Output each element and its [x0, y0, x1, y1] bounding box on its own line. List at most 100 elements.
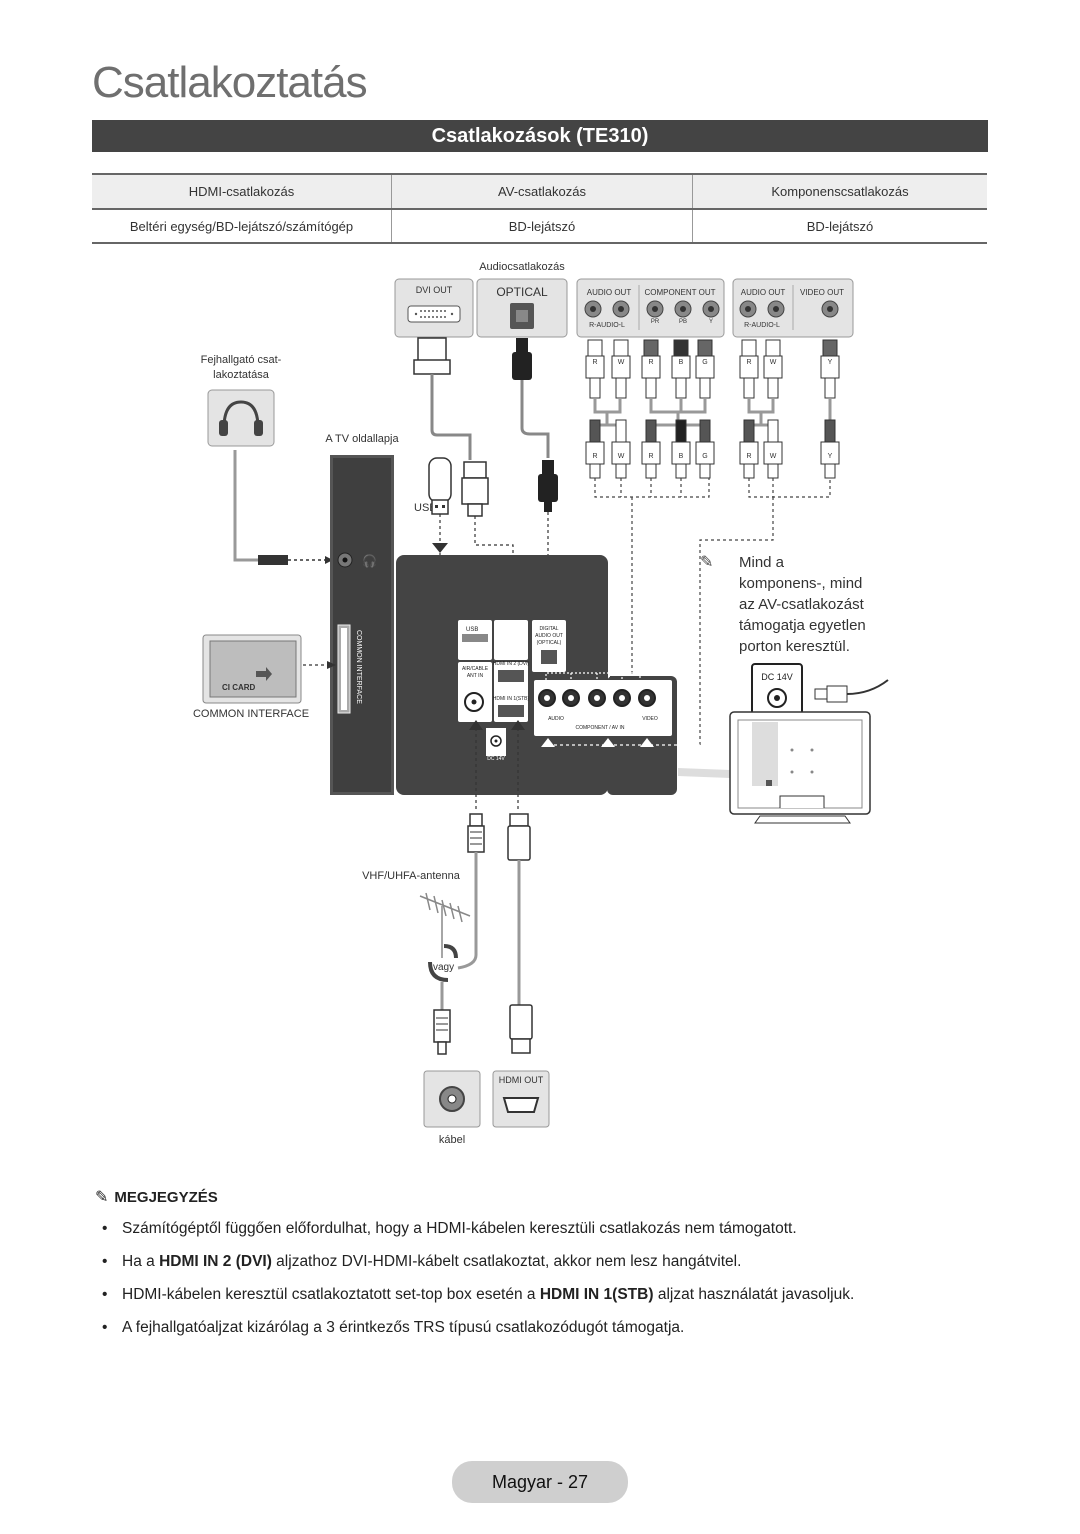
headphone-icon [207, 389, 275, 447]
panel-hdmi1-label: HDMI IN 1(STB) [493, 696, 530, 702]
audio-out-label-component: AUDIO OUT [587, 288, 632, 297]
rca-r-bottom: R [592, 453, 597, 460]
note-item-3-pre: HDMI-kábelen keresztül csatlakoztatott s… [122, 1286, 540, 1303]
panel-callout-wedge [678, 768, 730, 778]
table-cell-hdmi-devices: Beltéri egység/BD-lejátszó/számítógép [92, 209, 392, 244]
rca-cable-lines [593, 398, 832, 440]
panel-air-cable-label-2: ANT IN [467, 673, 484, 679]
mind-note-line-1: Mind a [739, 554, 785, 571]
headphone-cable [233, 450, 260, 562]
audio-connection-label: Audiocsatlakozás [479, 261, 565, 273]
note-item-2-post: aljzathoz DVI-HDMI-kábelt csatlakoztat, … [271, 1253, 742, 1270]
panel-hdmi2-area [494, 620, 528, 660]
connection-diagram: Audiocsatlakozás DVI OUT OPTICAL AUDIO O… [193, 261, 889, 1146]
mind-note-line-5: porton keresztül. [739, 638, 850, 655]
note-item-4-text: A fejhallgatóaljzat kizárólag a 3 érintk… [122, 1319, 685, 1336]
rca-plugs-bottom [585, 419, 840, 479]
mind-note-line-4: támogatja egyetlen [739, 617, 866, 634]
rca-r-top: R [592, 359, 597, 366]
headphone-label-line1: Fejhallgató csat- [201, 354, 282, 366]
table-header-component: Komponenscsatlakozás [692, 173, 987, 210]
table-header-row: HDMI-csatlakozás AV-csatlakozás Komponen… [92, 173, 987, 210]
rca-y-bottom: Y [828, 453, 833, 460]
rca-g-top: G [702, 359, 707, 366]
audio-out-label-video: AUDIO OUT [741, 288, 786, 297]
video-out-label: VIDEO OUT [800, 288, 844, 297]
rca-r2-top: R [648, 359, 653, 366]
notes-list: Számítógéptől függően előfordulhat, hogy… [100, 1218, 980, 1350]
ci-card-label: CI CARD [222, 683, 256, 692]
power-plug-icon [814, 679, 889, 703]
panel-video-label: VIDEO [642, 716, 658, 722]
pb-label: PB [679, 319, 687, 325]
component-out-port-panel: AUDIO OUT COMPONENT OUT R-AUDIO-L PR PB … [576, 278, 725, 338]
mind-note-line-2: komponens-, mind [739, 575, 862, 592]
cable-label: kábel [439, 1134, 465, 1146]
common-interface-vertical-label: COMMON INTERFACE [355, 630, 362, 704]
rca-r2-bottom: R [648, 453, 653, 460]
note-item-3-post: aljzat használatát javasoljuk. [653, 1286, 855, 1303]
common-interface-label: COMMON INTERFACE [193, 708, 309, 720]
ci-card-icon: CI CARD [202, 634, 302, 704]
notes-heading: ✎ MEGJEGYZÉS [95, 1187, 218, 1207]
note-item-2: Ha a HDMI IN 2 (DVI) aljzathoz DVI-HDMI-… [100, 1251, 980, 1272]
note-item-3-bold: HDMI IN 1(STB) [539, 1286, 654, 1303]
optical-plug-icon [512, 338, 550, 458]
rca-w-bottom: W [618, 453, 625, 460]
notes-heading-text: MEGJEGYZÉS [114, 1188, 218, 1206]
rca-plugs-top [585, 339, 840, 399]
optical-label: OPTICAL [496, 285, 548, 299]
antenna-icon [419, 892, 471, 958]
panel-air-cable-label-1: AIR/CABLE [462, 666, 489, 672]
dvi-hdmi-plug-icon [461, 461, 489, 517]
rca-r3-top: R [746, 359, 751, 366]
rca-g-bottom: G [702, 453, 707, 460]
bottom-dotted-links [475, 722, 519, 812]
rca-w2-top: W [770, 359, 777, 366]
optical-port-panel: OPTICAL [476, 278, 568, 338]
tv-side-panel-label: A TV oldallapja [325, 433, 399, 445]
rca-y-top: Y [828, 359, 833, 366]
page-title: Csatlakoztatás [92, 58, 368, 107]
notes-pencil-icon: ✎ [95, 1189, 109, 1206]
page-footer: Magyar - 27 [452, 1461, 628, 1503]
dvi-out-port-panel: DVI OUT [394, 278, 474, 338]
rca-w2-bottom: W [770, 453, 777, 460]
panel-dc14v-label: DC 14V [487, 756, 505, 762]
panel-digital-label-3: (OPTICAL) [537, 640, 562, 646]
r-audio-l-label-component: R-AUDIO-L [589, 322, 625, 329]
headphone-label-line2: lakoztatása [213, 369, 270, 381]
dvi-plug-icon [413, 337, 472, 460]
table-header-hdmi: HDMI-csatlakozás [92, 173, 392, 210]
panel-audio-label: AUDIO [548, 716, 564, 722]
usb-stick-icon [428, 457, 452, 515]
optical-plug-2-icon [538, 460, 558, 512]
panel-digital-label-2: AUDIO OUT [535, 633, 563, 639]
panel-component-av-label: COMPONENT / AV IN [576, 725, 625, 731]
note-item-2-bold: HDMI IN 2 (DVI) [159, 1253, 272, 1270]
note-pencil-icon: ✎ [700, 554, 713, 571]
hdmi-out-port-icon: HDMI OUT [492, 1070, 550, 1128]
component-out-label: COMPONENT OUT [645, 288, 716, 297]
rca-b-bottom: B [679, 453, 684, 460]
note-item-1-text: Számítógéptől függően előfordulhat, hogy… [122, 1220, 797, 1237]
mind-note-line-3: az AV-csatlakozást [739, 596, 865, 613]
panel-hdmi2-port [498, 670, 524, 682]
note-item-2-pre: Ha a [122, 1253, 160, 1270]
hdmi-plug-bottom-icon [509, 1004, 533, 1054]
antenna-label: VHF/UHFA-antenna [362, 870, 461, 882]
section-title: Csatlakozások (TE310) [92, 120, 988, 152]
note-item-3: HDMI-kábelen keresztül csatlakoztatott s… [100, 1284, 980, 1305]
panel-usb-label: USB [466, 627, 478, 633]
tv-side-panel: 🎧 COMMON INTERFACE [330, 455, 394, 795]
headphone-port-glyph: 🎧 [362, 554, 377, 568]
antenna-plug-top-icon [467, 813, 485, 853]
or-connector-icon: vagy [428, 944, 458, 982]
tv-rear-panel: USB DIGITAL AUDIO OUT (OPTICAL) AIR/CABL… [396, 555, 700, 795]
antenna-cable [457, 852, 478, 970]
tv-back-icon [729, 711, 871, 824]
hdmi-plug-top-icon [507, 813, 531, 861]
dc-power-port-icon: DC 14V [751, 663, 803, 717]
rca-w-top: W [618, 359, 625, 366]
rca-color-letters: R W R B G R W Y R W R B G R W Y [592, 359, 832, 460]
